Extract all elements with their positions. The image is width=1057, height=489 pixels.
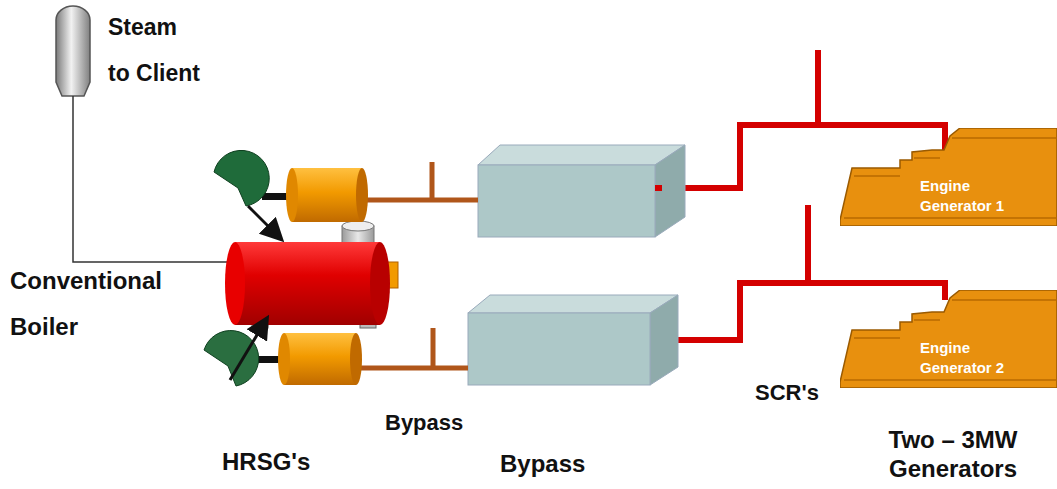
boiler-shell — [225, 242, 245, 325]
fan — [214, 150, 269, 206]
scr-side — [655, 145, 685, 237]
stream-label: Steam to Client — [108, 4, 203, 96]
flow-arrow — [230, 320, 266, 380]
scr-box — [468, 313, 650, 385]
equipment-label: Two – 3MW Generators — [858, 426, 1048, 484]
equipment-label: Bypass — [500, 450, 585, 479]
exhaust-pipe — [655, 185, 662, 191]
steam-stack — [56, 6, 90, 96]
scr-side — [650, 295, 678, 385]
equipment-label: HRSG's — [222, 448, 310, 477]
bypass-label: Bypass — [385, 410, 463, 436]
steam-line — [73, 96, 230, 262]
engine-generator: Engine Generator 2 — [840, 290, 1057, 388]
boiler-shell — [235, 242, 380, 325]
scr-top — [468, 295, 678, 313]
scr-box — [478, 165, 655, 237]
hrsg-drum — [292, 168, 362, 222]
engine-generator: Engine Generator 1 — [840, 128, 1057, 226]
duct — [362, 162, 478, 200]
engine-label: Engine Generator 2 — [920, 338, 1032, 377]
equipment-label: Conventional Boiler — [10, 258, 210, 350]
engine-detail — [844, 300, 1057, 380]
bypass-label: SCR's — [755, 380, 819, 406]
boiler-end — [370, 242, 390, 325]
hrsg-drum — [278, 333, 290, 385]
duct — [356, 328, 468, 368]
engine-detail — [844, 138, 1057, 218]
hrsg-drum — [350, 333, 362, 385]
flow-arrow — [248, 206, 280, 238]
engine-body — [840, 290, 1057, 388]
hrsg-drum — [284, 333, 356, 385]
boiler-dome — [342, 221, 374, 231]
scr-top — [478, 145, 685, 165]
hrsg-drum — [356, 168, 368, 222]
engine-label: Engine Generator 1 — [920, 176, 1032, 215]
engine-body — [840, 128, 1057, 226]
hrsg-drum — [286, 168, 298, 222]
